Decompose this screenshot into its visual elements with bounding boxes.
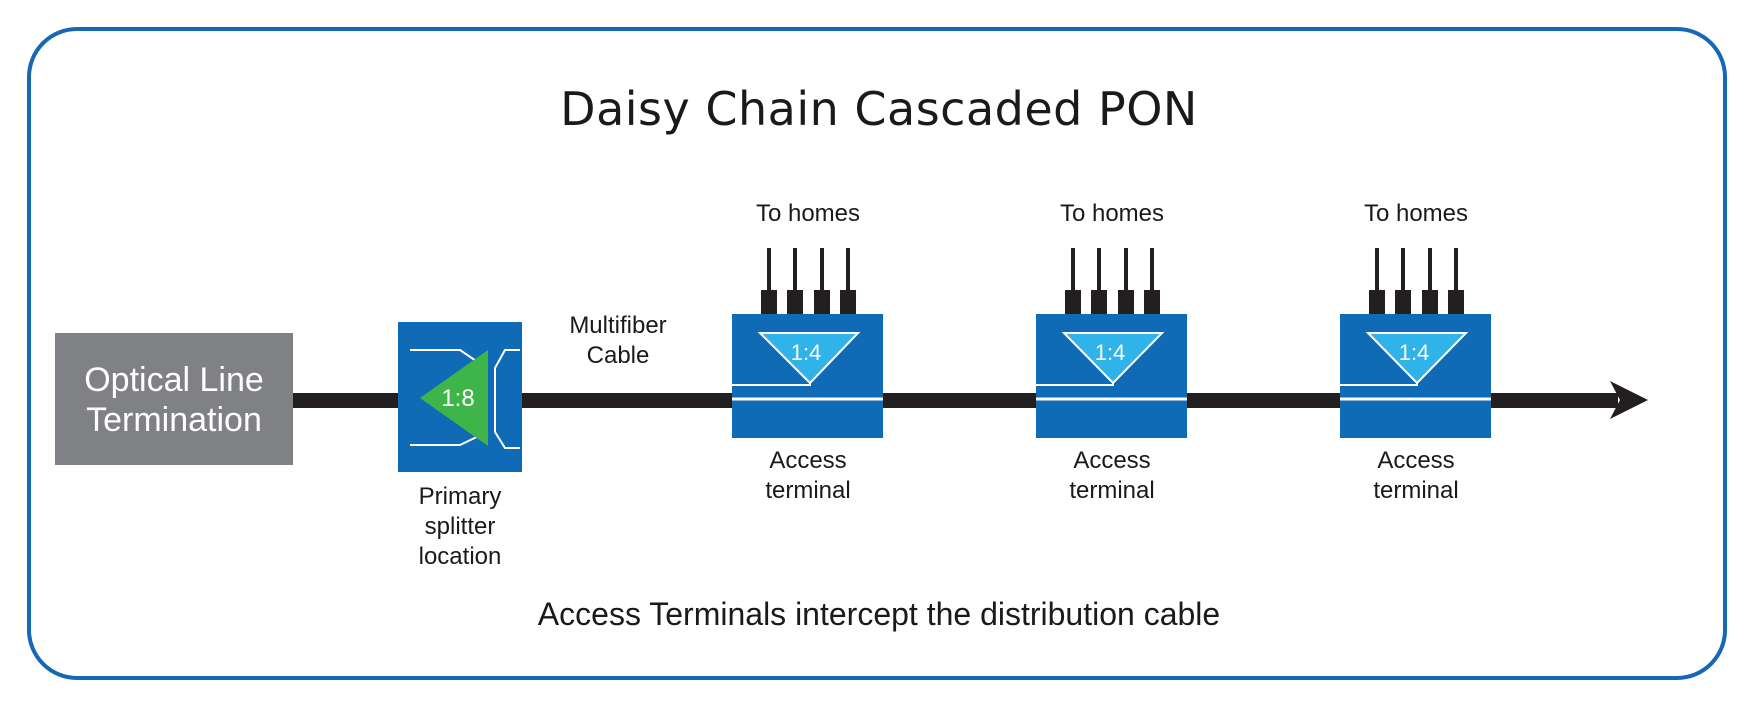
access-terminal-3-top-label: To homes [1363, 200, 1469, 227]
access-terminal-2: 1:4 [1036, 248, 1187, 438]
access-terminal-1-top-label: To homes [755, 200, 861, 227]
access-terminal-1-label-line1: Access [769, 447, 847, 474]
primary-splitter-ratio: 1:8 [441, 385, 474, 412]
primary-splitter: 1:8 [398, 322, 522, 472]
diagram-caption: Access Terminals intercept the distribut… [537, 596, 1221, 632]
cable-arrow-head [1610, 381, 1648, 419]
access-terminal-2-ratio: 1:4 [1095, 340, 1126, 365]
access-splitter-triangle-3 [1365, 332, 1469, 385]
primary-splitter-label-line1: Primary [418, 483, 502, 510]
access-terminal-2-label-line1: Access [1073, 447, 1151, 474]
access-terminal-3-ratio: 1:4 [1399, 340, 1430, 365]
olt-label-line1: Optical Line [84, 361, 264, 399]
olt-label-line2: Termination [86, 401, 262, 439]
diagram-frame [27, 27, 1727, 680]
cable-label-line2: Cable [586, 342, 650, 369]
access-splitter-triangle-2 [1061, 332, 1165, 385]
access-terminal-1-ratio: 1:4 [791, 340, 822, 365]
access-terminal-1: 1:4 [732, 248, 883, 438]
access-terminal-3-label-line1: Access [1377, 447, 1455, 474]
access-terminal-3: 1:4 [1340, 248, 1491, 438]
olt-box [55, 333, 293, 465]
access-terminal-1-label: Access terminal [728, 446, 888, 506]
access-splitter-triangle-1 [757, 332, 861, 385]
cable-label: Multifiber Cable [548, 311, 688, 371]
access-terminal-2-label-line2: terminal [1069, 477, 1155, 504]
access-terminal-2-top-label: To homes [1059, 200, 1165, 227]
diagram-title: Daisy Chain Cascaded PON [560, 82, 1198, 136]
primary-splitter-label-line2: splitter [424, 513, 496, 540]
primary-splitter-label: Primary splitter location [390, 482, 530, 572]
main-cable [293, 393, 1618, 408]
primary-splitter-label-line3: location [418, 543, 502, 570]
olt-label: Optical Line Termination [55, 360, 293, 440]
access-terminal-1-label-line2: terminal [765, 477, 851, 504]
primary-splitter-triangle [420, 350, 488, 446]
cable-label-line1: Multifiber [569, 312, 667, 339]
access-terminal-2-label: Access terminal [1032, 446, 1192, 506]
access-terminal-3-label-line2: terminal [1373, 477, 1459, 504]
access-terminal-3-label: Access terminal [1336, 446, 1496, 506]
